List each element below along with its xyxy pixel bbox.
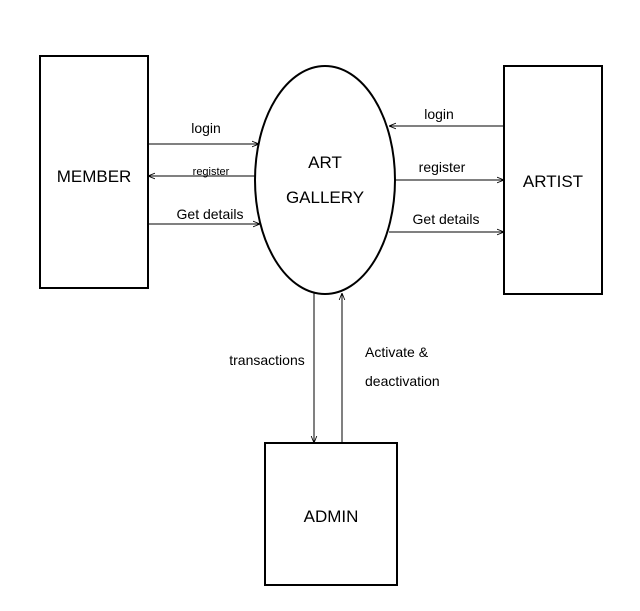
member-box: [39, 55, 149, 289]
art-gallery-process: ART GALLERY: [254, 65, 396, 295]
artist-label: ARTIST: [523, 172, 583, 191]
artist-login-flow: login: [389, 106, 504, 126]
admin-box: [264, 442, 398, 586]
member-register-label: register: [193, 166, 230, 178]
artist-get-details-flow: Get details: [389, 211, 504, 232]
member-label: MEMBER: [57, 167, 132, 186]
admin-activate-label-line1: Activate &: [365, 344, 429, 360]
admin-entity: ADMIN: [264, 442, 398, 586]
member-get-details-label: Get details: [177, 206, 244, 222]
artist-entity: ARTIST: [503, 65, 603, 295]
admin-activate-flow: Activate & deactivation: [342, 293, 440, 443]
admin-activate-label-line2: deactivation: [365, 373, 440, 389]
process-label-line2: GALLERY: [286, 188, 364, 207]
process-circle: [254, 65, 396, 295]
process-label-line1: ART: [308, 153, 342, 172]
member-login-label: login: [191, 120, 221, 136]
admin-transactions-label: transactions: [229, 352, 304, 368]
admin-label: ADMIN: [304, 507, 359, 526]
artist-login-label: login: [424, 106, 454, 122]
artist-get-details-label: Get details: [413, 211, 480, 227]
member-login-flow: login: [148, 120, 259, 144]
artist-register-flow: register: [395, 159, 504, 180]
member-get-details-flow: Get details: [148, 206, 260, 224]
member-register-flow: register: [148, 166, 256, 178]
artist-register-label: register: [419, 159, 466, 175]
member-entity: MEMBER: [39, 55, 149, 289]
admin-transactions-flow: transactions: [229, 292, 314, 443]
